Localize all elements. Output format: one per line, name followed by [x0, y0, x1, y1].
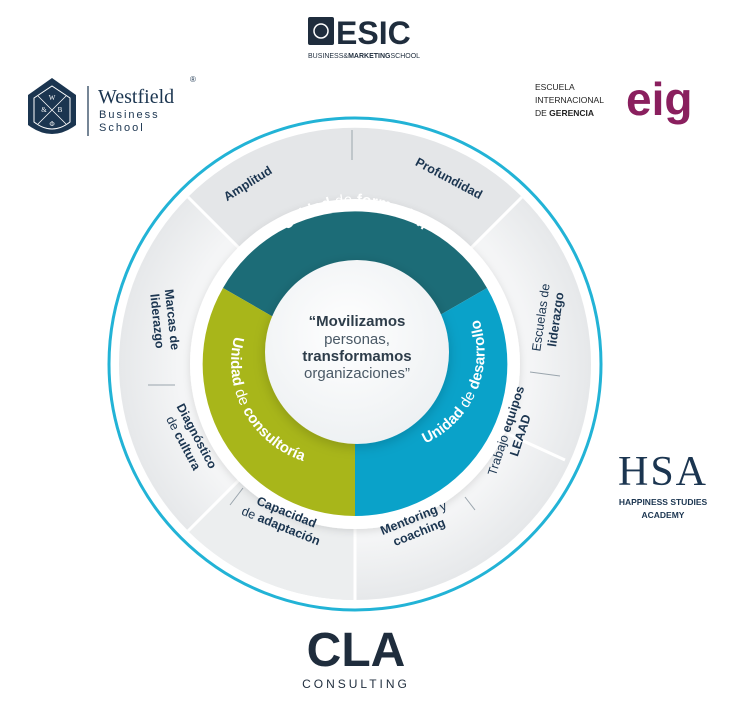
hsa-logo: HSA HAPPINESS STUDIES ACADEMY [618, 449, 708, 520]
cla-logo: CLA CONSULTING [302, 624, 410, 691]
eig-line-1: ESCUELA [535, 82, 575, 92]
westfield-logo: W & B Φ Westfield ® Business School [28, 75, 196, 136]
hsa-wordmark: HSA [618, 449, 708, 495]
westfield-crest-icon [28, 78, 76, 134]
esic-wordmark: ESIC [336, 15, 411, 51]
westfield-name: Westfield [98, 86, 174, 108]
svg-text:&: & [41, 106, 47, 114]
cla-subtitle: CONSULTING [302, 677, 410, 691]
eig-line-3: DE GERENCIA [535, 108, 594, 118]
westfield-business: Business [99, 109, 160, 121]
center-motto: “Movilizamos personas, transformamos org… [302, 313, 411, 382]
motto-line-3: transformamos [302, 348, 411, 365]
label-dividers [148, 130, 561, 511]
svg-text:Marcas de: Marcas de [162, 288, 182, 350]
cla-wordmark: CLA [307, 624, 406, 677]
svg-text:liderazgo: liderazgo [147, 293, 167, 349]
svg-text:W: W [49, 94, 56, 102]
eig-logo: ESCUELA INTERNACIONAL DE GERENCIA eig [535, 73, 692, 125]
esic-subtitle: BUSINESS&MARKETINGSCHOOL [308, 53, 420, 60]
svg-text:®: ® [190, 75, 196, 84]
motto-line-2: personas, [324, 331, 390, 348]
eig-wordmark: eig [626, 73, 692, 125]
hsa-line-2: ACADEMY [642, 510, 685, 520]
center-disc [265, 260, 449, 444]
esic-crest-icon [308, 17, 334, 45]
eig-line-2: INTERNACIONAL [535, 95, 604, 105]
hsa-line-1: HAPPINESS STUDIES [619, 497, 708, 507]
svg-text:B: B [58, 106, 63, 114]
esic-logo: ESIC BUSINESS&MARKETINGSCHOOL [308, 15, 420, 60]
motto-line-1: “Movilizamos [309, 313, 406, 330]
label-marcas: Marcas de liderazgo [147, 288, 182, 350]
svg-text:Φ: Φ [49, 120, 54, 128]
motto-line-4: organizaciones” [304, 365, 410, 382]
westfield-school: School [99, 122, 145, 134]
